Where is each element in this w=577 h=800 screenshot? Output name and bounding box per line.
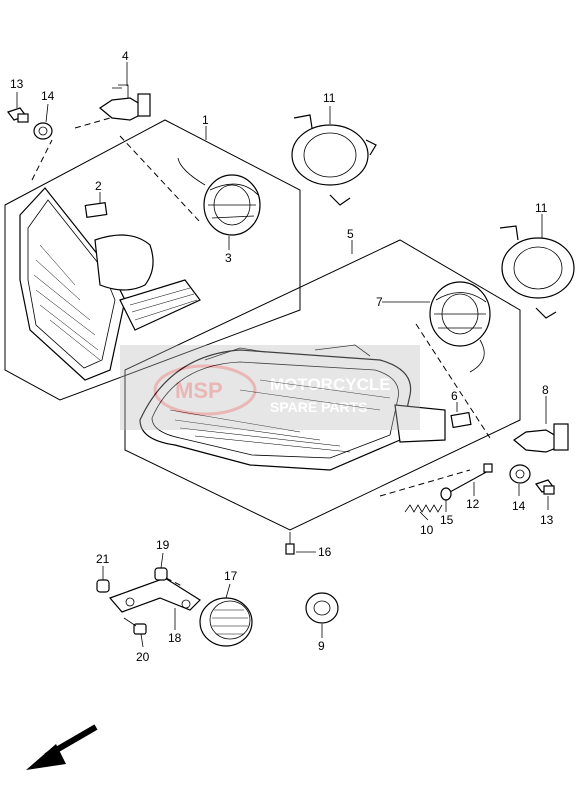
nut-21	[96, 579, 110, 593]
reflector-17	[199, 597, 253, 647]
screw-16	[285, 532, 295, 555]
front-direction-arrow-icon	[26, 724, 98, 770]
callout-20: 20	[136, 650, 150, 664]
callout-9: 9	[318, 639, 325, 653]
callout-1: 1	[202, 113, 209, 127]
bulb-8	[512, 423, 569, 453]
leader-lines	[16, 62, 549, 648]
headlamp-right-assembly-box	[124, 239, 521, 531]
callout-2: 2	[95, 179, 102, 193]
callout-15: 15	[440, 513, 454, 527]
headlamp-left-assembly-box	[4, 119, 301, 401]
screw-20	[123, 617, 147, 635]
watermark-line2: SPARE PARTS	[270, 399, 368, 415]
callout-13-left: 13	[10, 77, 24, 91]
callout-19: 19	[156, 538, 170, 552]
screw-13-right	[535, 479, 555, 495]
clip-2	[84, 201, 108, 219]
callout-8: 8	[542, 383, 549, 397]
headlamp-right-unit	[139, 344, 446, 471]
retaining-ring-11-right	[499, 225, 575, 319]
watermark-badge: MSP	[175, 378, 223, 403]
callout-16: 16	[318, 545, 332, 559]
bulb-4	[98, 84, 151, 121]
retaining-ring-11-top	[291, 114, 377, 206]
screw-13-left	[7, 107, 29, 123]
callout-13-right: 13	[540, 513, 554, 527]
callout-11-right: 11	[535, 201, 548, 215]
callout-14-left: 14	[41, 89, 55, 103]
clip-6	[450, 411, 472, 429]
callout-3: 3	[225, 251, 232, 265]
headlamp-left-unit	[19, 187, 201, 381]
callout-5: 5	[347, 227, 354, 241]
callout-14-right: 14	[512, 499, 526, 513]
callout-6: 6	[451, 389, 458, 403]
nut-15	[440, 487, 452, 501]
callout-7: 7	[376, 295, 383, 309]
grommet-14-left	[33, 122, 53, 140]
watermark-line1: MOTORCYCLE	[270, 375, 391, 394]
callout-12: 12	[466, 497, 480, 511]
callout-18: 18	[168, 631, 182, 645]
callout-21: 21	[96, 552, 110, 566]
nut-19	[154, 567, 168, 581]
adjust-screw-12	[449, 463, 493, 493]
reflector-bracket-18	[108, 577, 201, 613]
grommet-14-right	[509, 464, 531, 484]
washer-9	[305, 592, 339, 624]
callout-17: 17	[224, 569, 238, 583]
callout-labels: 1 2 3 4 5 6 7 8 9 10 11 11 12 13 13 14 1…	[10, 49, 554, 664]
socket-3	[177, 157, 261, 236]
watermark: MSP MOTORCYCLE SPARE PARTS	[120, 345, 420, 430]
spring-10	[404, 504, 443, 513]
socket-7	[429, 281, 491, 373]
callout-11-top: 11	[323, 91, 336, 105]
callout-10: 10	[420, 523, 434, 537]
callout-4: 4	[122, 49, 129, 63]
